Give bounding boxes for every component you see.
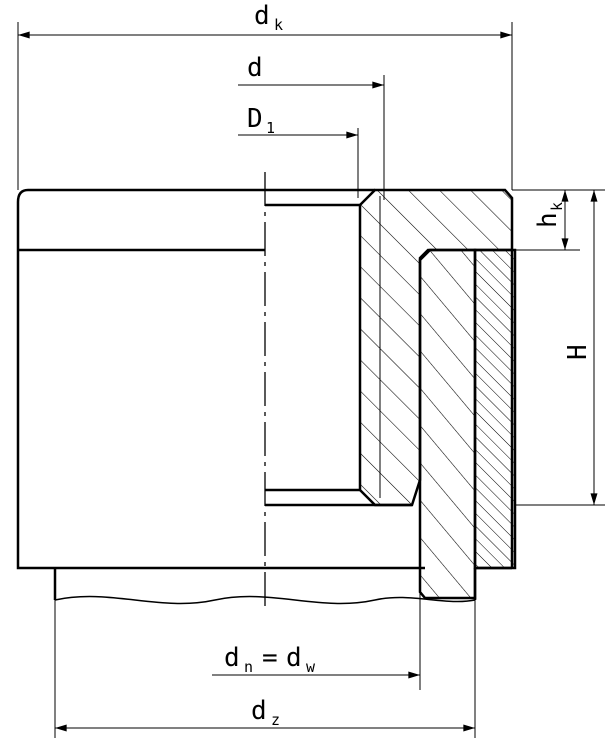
label-hk-sub: k: [548, 202, 566, 211]
label-H: H: [563, 344, 593, 360]
label-dn-sub: n: [244, 658, 253, 676]
label-dk-sub: k: [274, 16, 283, 34]
label-d: d: [247, 53, 263, 83]
label-dw-main: d: [286, 643, 302, 673]
label-dn-dw: d n = d w: [224, 643, 316, 676]
label-equals: =: [262, 643, 278, 673]
tube-section: [418, 248, 477, 600]
label-dw-sub: w: [306, 658, 316, 676]
label-D1: D 1: [247, 104, 275, 137]
label-dz-sub: z: [271, 711, 280, 729]
label-hk-main: h: [533, 212, 563, 228]
label-hk: h k: [533, 202, 566, 228]
ring-section: [473, 248, 517, 570]
label-dk-main: d: [254, 1, 270, 31]
label-D1-sub: 1: [266, 119, 275, 137]
label-H-main: H: [563, 344, 593, 360]
label-dz-main: d: [251, 696, 267, 726]
label-dk: d k: [254, 1, 283, 34]
pipe-break-line: [54, 595, 476, 605]
body-outline: [16, 188, 425, 570]
label-dn-main: d: [224, 643, 240, 673]
label-D1-main: D: [247, 104, 263, 134]
label-dz: d z: [251, 696, 280, 729]
